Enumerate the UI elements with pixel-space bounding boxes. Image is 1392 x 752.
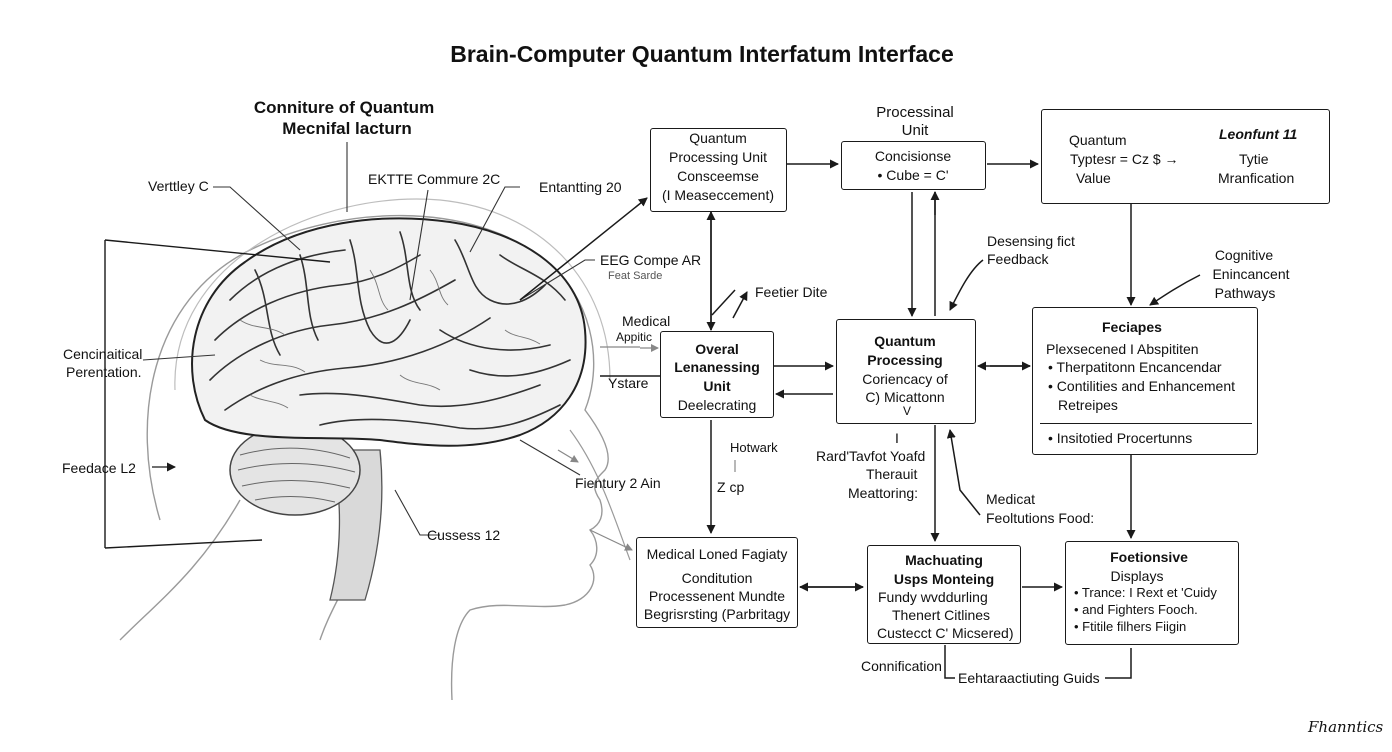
brain-gyri [209,231,571,430]
mf-line-1: Medical Loned Fagiaty [646,546,788,562]
label-appitic: Appitic [616,330,653,344]
foet-line-5: • Ftitile filhers Fiigin [1074,619,1187,634]
quantum-value-right-1: Leonfunt 11 [1219,126,1298,142]
foet-line-1: Foetionsive [1110,549,1188,565]
cognitive-line-1: Cognitive [1214,247,1274,263]
overal-line-2: Lenanessing [674,359,760,375]
cerebellum-folds [237,447,356,503]
label-fientury: Fientury 2 Ain [575,475,661,491]
mach-line-3: Fundy wvddurling [878,589,988,605]
qpu-box [650,128,787,212]
foet-line-2: Displays [1110,568,1164,584]
connectors [519,159,1201,679]
label-connification: Connification [861,658,942,674]
feciapes-box [1032,307,1258,455]
label-hotwark: Hotwark [730,440,778,455]
skull-arc [174,198,611,391]
feciapes-line-4: Retreipes [1058,397,1118,413]
quantum-value-right-2: Tytie [1239,151,1269,167]
label-therauit: Therauit [866,466,918,482]
label-feetier: Feetier Dite [755,284,828,300]
label-medical: Medical [622,313,671,329]
face-guide-curve [569,429,631,561]
label-verttley: Verttley C [148,178,209,194]
quantum-value-box [1041,109,1330,204]
mf-line-3: Processenent Mundte [648,588,786,604]
qp-line-3: Coriencacy of [862,371,948,387]
qp-line-4: C) Micattonn [865,389,945,405]
qp-line-5: V [902,404,912,418]
qp-line-1: Quantum [874,333,936,349]
foetionsive-box [1065,541,1239,645]
cognitive-line-3: Pathways [1214,285,1276,301]
brain-leaders [142,142,595,536]
artist-signature: Fhanntics [1308,718,1384,736]
quantum-value-line-2: Typtesr = Cz $ → [1070,151,1179,167]
overal-line-4: Deelecrating [677,397,757,413]
feciapes-title: Feciapes [1102,319,1162,335]
feciapes-line-2: • Therpatitonn Encancendar [1048,359,1222,375]
overal-line-1: Overal [695,341,739,357]
feciapes-divider [1040,423,1252,424]
brain-heading-line-1: Conniture of Quantum [253,98,435,117]
mf-line-2: Conditution [681,570,753,586]
mach-line-4: Thenert Citlines [892,607,991,623]
feciapes-line-1: Plexsecened I Abspititen [1046,341,1199,357]
foet-line-4: • and Fighters Fooch. [1074,602,1198,617]
desensing-line-1: Desensing fict [987,233,1075,249]
concisionse-box [841,141,986,190]
processinal-line-1: Processinal [876,104,954,121]
label-cussess: Cussess 12 [427,527,501,543]
quantum-processing-box [836,319,976,424]
label-entantting: Entantting 20 [539,179,622,195]
page-title: Brain-Computer Quantum Interfatum Interf… [450,41,954,67]
quantum-value-line-3: Value [1076,170,1111,186]
mach-line-1: Machuating [905,552,983,568]
label-i-mark: I [895,430,899,446]
label-feedace: Feedace L2 [62,460,136,476]
machuating-box [867,545,1021,644]
label-eeg: EEG Compe AR [600,252,702,268]
feciapes-line-5: • Insitotied Procertunns [1048,430,1193,446]
label-guide: Eehtaraactiuting Guids [958,670,1100,686]
desensing-line-2: Feedback [987,251,1049,267]
quantum-value-right-3: Mranfication [1218,170,1295,186]
label-cencinaitical: Cencinaitical [63,346,143,362]
foet-line-3: • Trance: I Rext et 'Cuidy [1074,585,1217,600]
mach-line-5: Custecct C' Micsered) [877,625,1014,641]
feciapes-line-3: • Contilities and Enhancement [1048,378,1236,394]
mach-line-2: Usps Monteing [893,571,995,587]
qpu-line-2: Processing Unit [668,149,768,165]
label-perentation: Perentation. [66,364,142,380]
overal-line-3: Unit [703,378,731,394]
label-rard: Rard'Tavfot Yoafd [816,448,926,464]
brain-heading-line-2: Mecnifal lacturn [282,119,412,138]
brain-gyri-fine [239,269,541,409]
processinal-line-2: Unit [901,122,929,139]
label-feoltutions: Feoltutions Food: [986,510,1095,526]
faded-arrows [557,344,736,551]
cognitive-line-2: Enincancent [1212,266,1290,282]
mf-line-4: Begrisrsting (Parbritagy [643,606,791,622]
concisionse-line-2: • Cube = C' [877,167,949,183]
quantum-value-line-1: Quantum [1069,132,1127,148]
label-eeg-sub: Feat Sarde [608,270,663,282]
qp-line-2: Processing [867,352,943,368]
qpu-line-1: Quantum [689,130,747,146]
qpu-line-3: Consceemse [677,168,759,184]
concisionse-line-1: Concisionse [874,148,952,164]
label-meattoring: Meattoring: [848,485,919,501]
label-z-cp: Z cp [717,479,745,495]
label-ektte: EKTTE Commure 2C [368,171,501,187]
qpu-line-4: (I Measeccement) [661,187,775,203]
overal-box [660,331,774,418]
cerebrum [191,217,587,447]
label-ystare: Ystare [608,375,649,391]
label-medicat: Medicat [986,491,1036,507]
medical-fagiaty-box [636,537,798,628]
left-bracket [104,239,331,549]
